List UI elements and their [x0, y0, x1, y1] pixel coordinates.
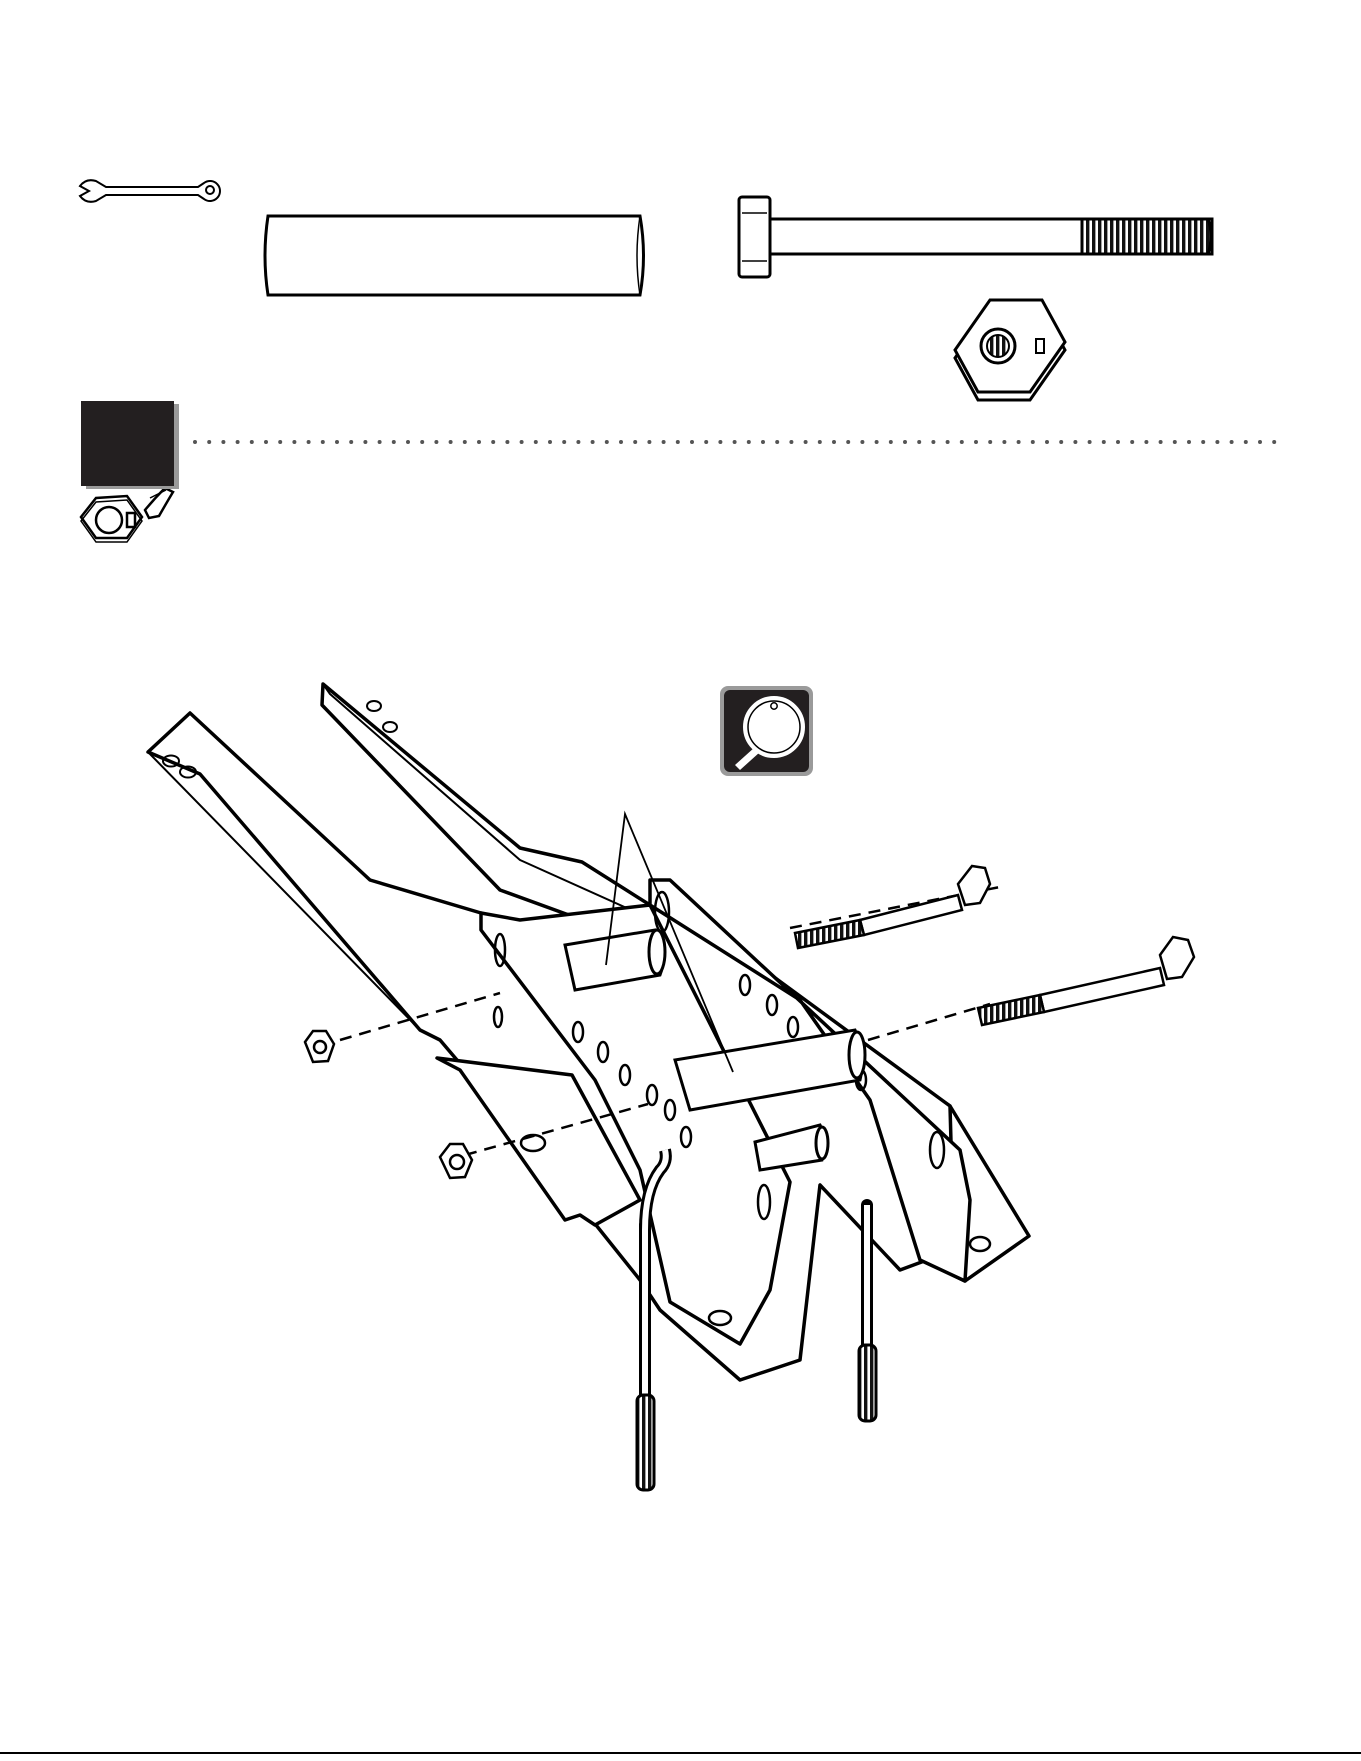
- lock-nut-front-upper: [305, 1031, 334, 1062]
- lock-nut-front-lower: [440, 1144, 472, 1178]
- magnifier-detail-icon: [720, 686, 813, 776]
- spacer-tube-part: [265, 216, 644, 295]
- lock-nut-orientation-icon: [81, 488, 173, 542]
- footer-rule: [0, 1752, 1361, 1754]
- hex-bolt-part: [739, 197, 1212, 277]
- hex-bolt-lower: [978, 937, 1194, 1025]
- step-number-box: [81, 401, 174, 486]
- wrench-icon: [80, 180, 220, 202]
- lock-nut-part: [955, 300, 1065, 400]
